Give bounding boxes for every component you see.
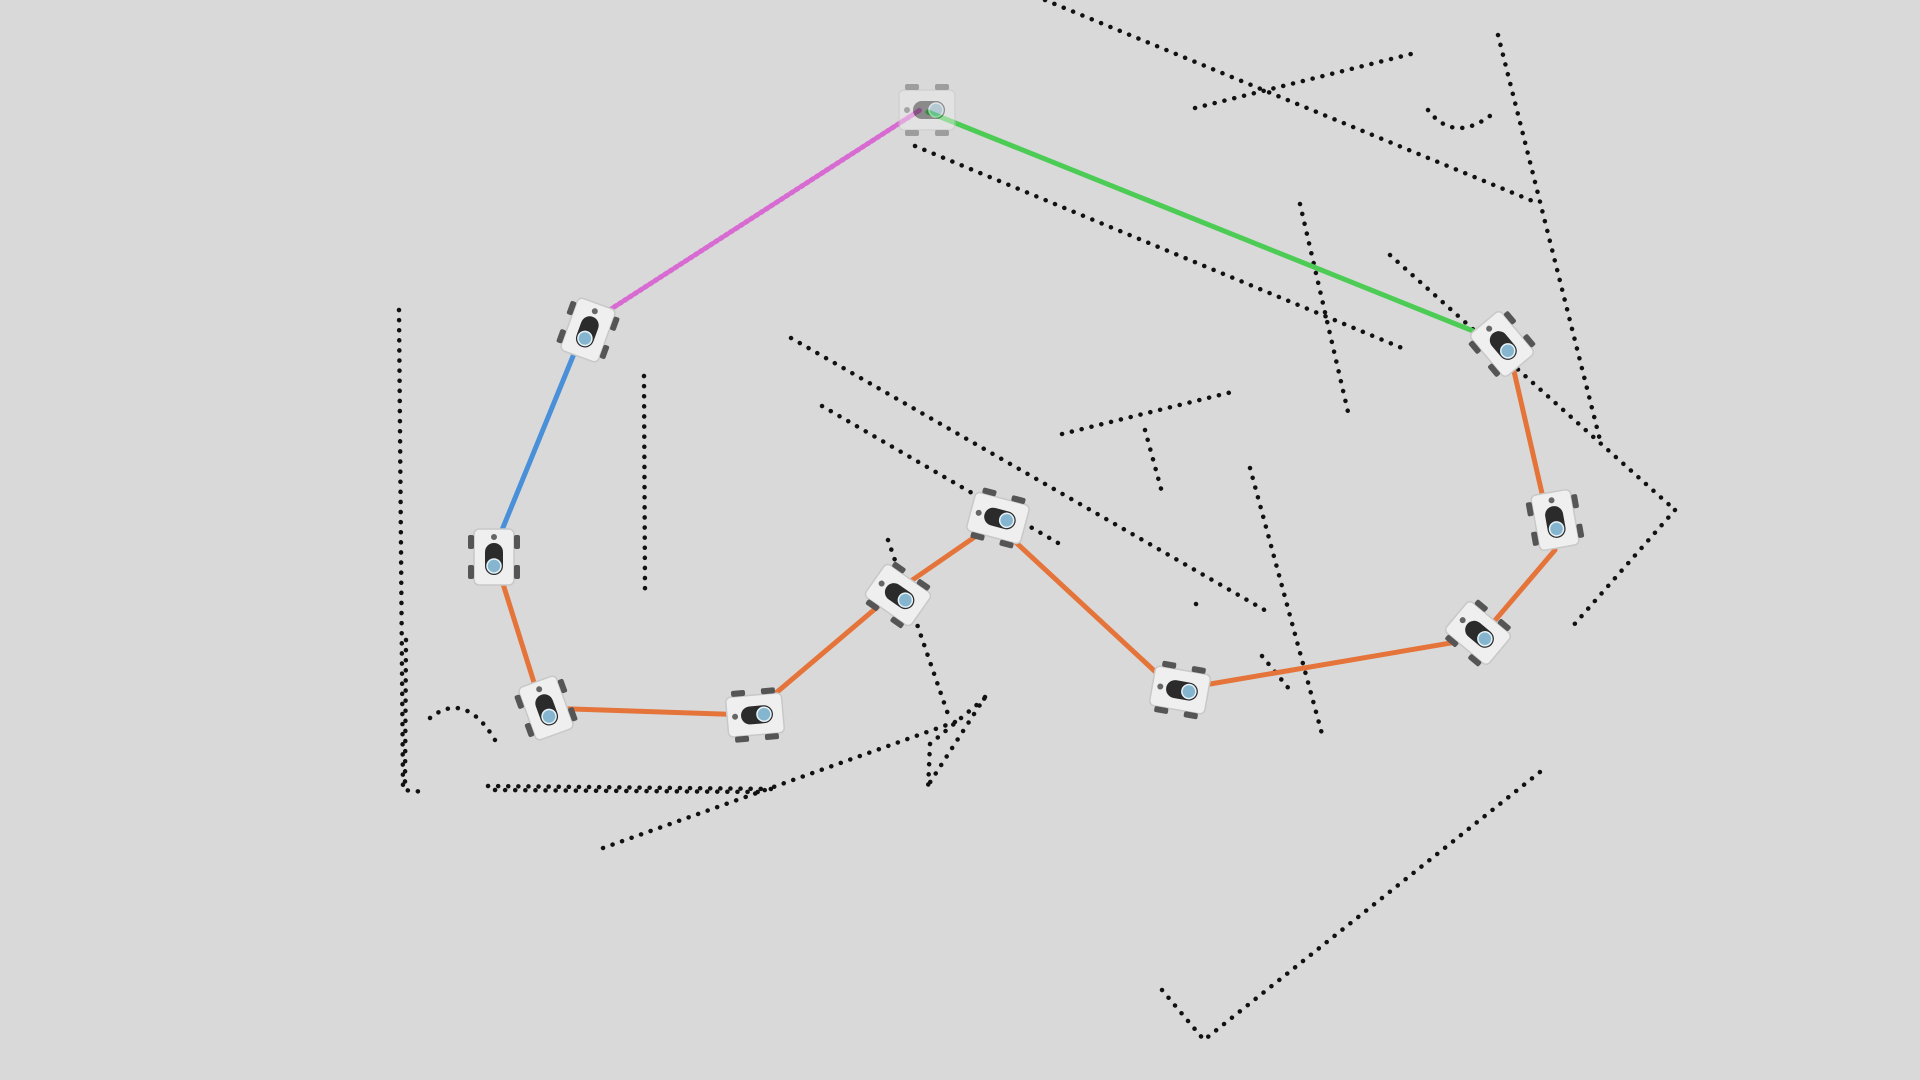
robot-rover-icon [467,528,521,586]
robot-rover-icon [1463,305,1541,383]
obstacle-left-vertical-2 [402,637,409,788]
robot-rover-icon [553,294,623,366]
path-segments [490,107,1558,718]
path-segment-goal-green [925,109,1511,348]
robot-rover-icon [1147,658,1213,722]
robot-rover-icon [511,672,581,744]
obstacle-T-stem [1142,427,1166,499]
robots [467,83,1587,745]
obstacle-diag-mid [788,335,1271,615]
obstacle-bottom-hline [485,783,778,792]
obstacle-top-short [1192,50,1418,111]
obstacle-small-arc [427,705,498,743]
robot-rover-icon [724,685,786,745]
obstacle-right-diag [1387,252,1678,513]
obstacle-top-long [1042,0,1538,205]
obstacle-inner-vertical [641,373,648,593]
obstacle-bottom-hline-2 [492,787,763,795]
obstacle-arrow-tip [925,695,988,793]
path-segment-blue [490,319,590,555]
obstacles [396,0,1678,1044]
obstacle-arrow-head [924,694,988,790]
obstacle-T-top [1059,389,1235,437]
obstacle-X-line-a [1247,465,1325,737]
robot-rover-icon [898,83,956,137]
obstacle-dot [1193,601,1201,609]
obstacle-bottom-check [1159,765,1548,1044]
obstacle-right-chevron [1569,507,1678,630]
robot-rover-icon [963,484,1033,552]
obstacle-right-vertical [1495,32,1603,443]
obstacle-diag-left [600,719,958,851]
obstacle-top-arc [1425,107,1498,131]
obstacle-diag-mid-2 [819,403,1068,550]
robot-rover-icon [1523,487,1587,553]
path-segment-planned-magenta [591,107,923,323]
obstacle-left-vertical [396,307,428,795]
obstacle-upper-diag-long [912,143,1405,351]
